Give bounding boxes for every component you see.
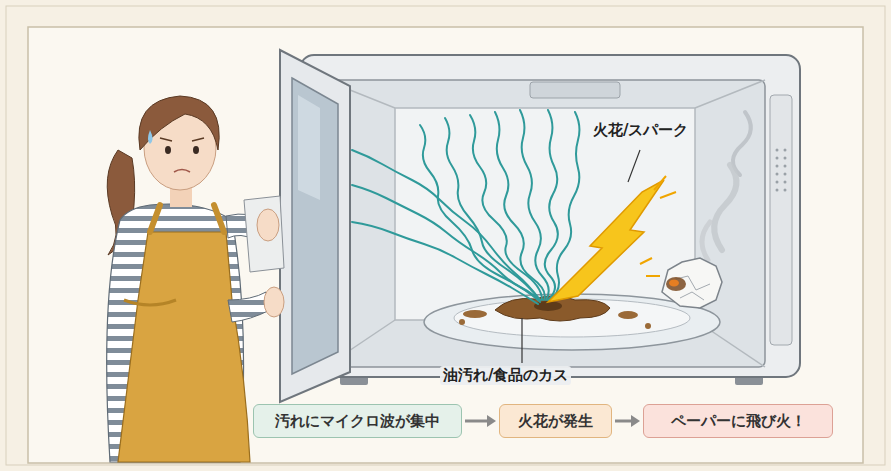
inner-frame xyxy=(28,27,863,463)
box-text: ペーパーに飛び火！ xyxy=(671,412,806,431)
box-text: 汚れにマイクロ波が集中 xyxy=(275,412,440,431)
callout-label: 火花/スパーク xyxy=(590,121,691,140)
flow-box: ペーパーに飛び火！ xyxy=(643,404,833,438)
microwave-waves xyxy=(352,110,579,304)
arrow-line xyxy=(465,420,488,423)
flow-box: 汚れにマイクロ波が集中 xyxy=(253,404,462,438)
burning-paper xyxy=(662,112,751,308)
arrow-head xyxy=(631,415,640,427)
flow-arrow xyxy=(465,415,496,427)
callout-label: 油汚れ/食品のカス xyxy=(440,366,571,385)
spark-bolt xyxy=(548,176,676,302)
flow-arrow xyxy=(615,415,640,427)
box-text: 火花が発生 xyxy=(518,412,593,431)
leader-line xyxy=(628,150,640,182)
microwave-door xyxy=(280,50,350,402)
arrow-head xyxy=(487,415,496,427)
arrow-line xyxy=(615,420,632,423)
flow-box: 火花が発生 xyxy=(499,404,612,438)
leader-line xyxy=(521,318,522,363)
outer-frame xyxy=(6,6,885,465)
microwave xyxy=(300,55,800,385)
